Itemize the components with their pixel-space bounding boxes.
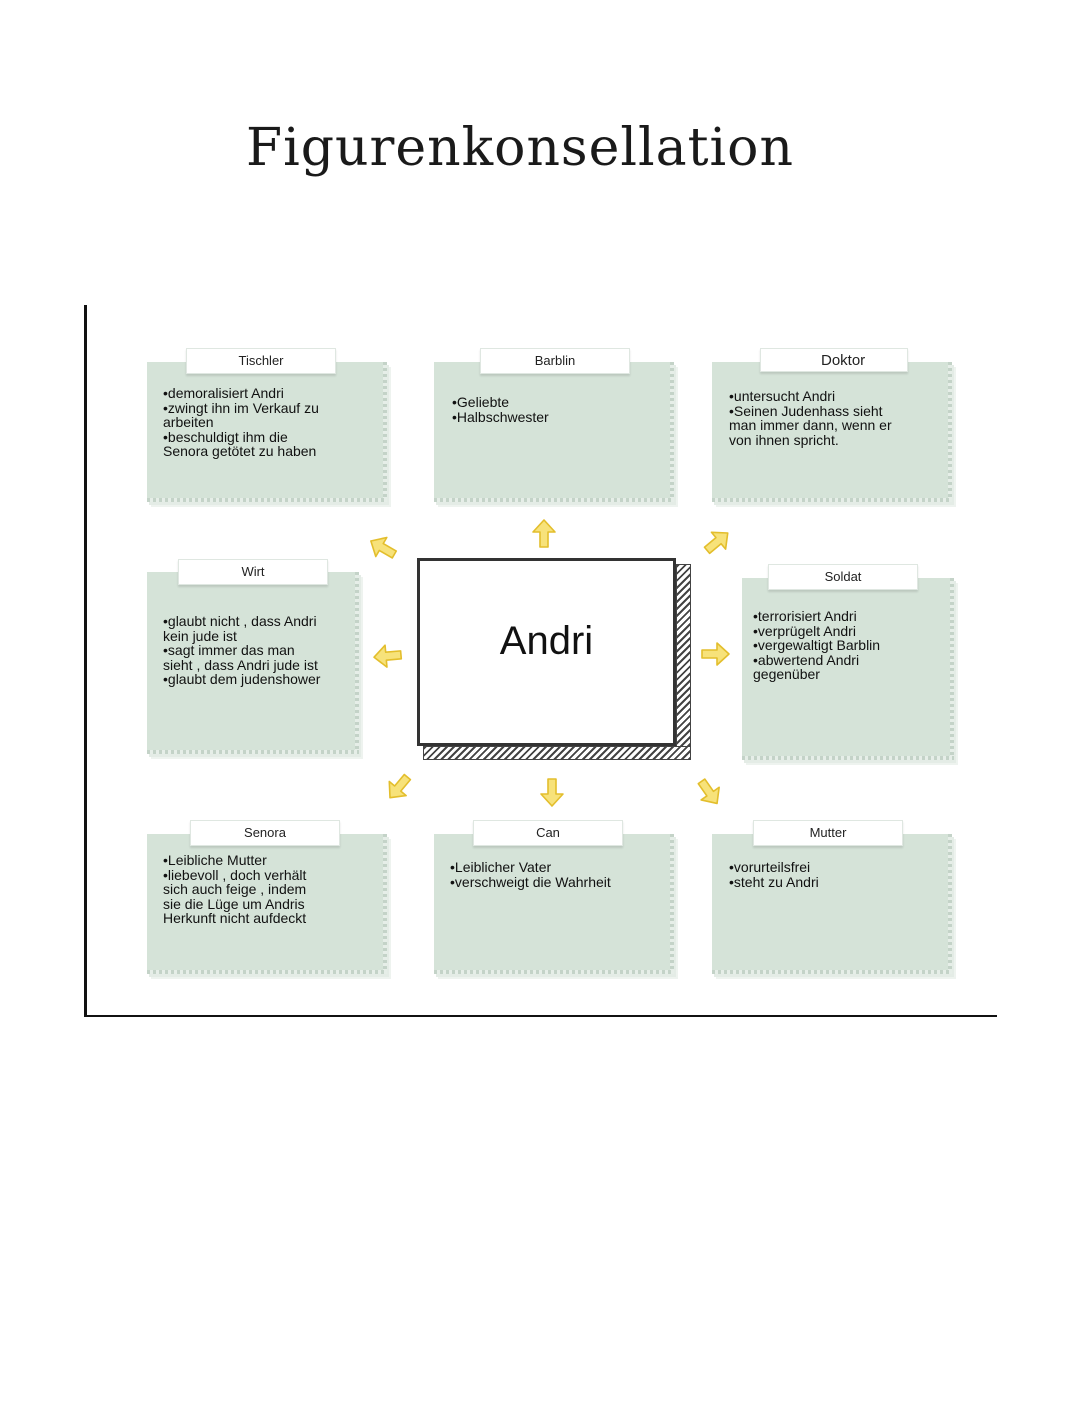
label-can: Can (473, 820, 623, 846)
bullet: •zwingt ihn im Verkauf zu arbeiten (163, 399, 319, 431)
card-doktor: •untersucht Andri •Seinen Judenhass sieh… (712, 362, 952, 502)
card-mutter: •vorurteilsfrei •steht zu Andri (712, 834, 952, 974)
card-tischler-bullets: •demoralisiert Andri •zwingt ihn im Verk… (163, 386, 319, 459)
bullet: •Geliebte (452, 394, 510, 410)
label-barblin: Barblin (480, 348, 630, 374)
card-can-bullets: •Leiblicher Vater •verschweigt die Wahrh… (450, 860, 611, 889)
bullet: •demoralisiert Andri (163, 385, 284, 401)
bullet: •untersucht Andri (729, 388, 836, 404)
card-can: •Leiblicher Vater •verschweigt die Wahrh… (434, 834, 674, 974)
center-box-andri: Andri (417, 558, 676, 746)
vertical-axis-line (84, 305, 87, 1017)
bullet: •terrorisiert Andri (753, 608, 857, 624)
bullet: •glaubt nicht , dass Andri kein jude ist (163, 613, 317, 644)
label-soldat: Soldat (768, 564, 918, 590)
bullet: •glaubt dem judenshower (163, 671, 321, 688)
arrow-up-icon (532, 519, 556, 548)
bullet: •steht zu Andri (729, 873, 819, 890)
card-soldat: •terrorisiert Andri •verprügelt Andri •v… (742, 578, 954, 760)
card-barblin: •Geliebte •Halbschwester (434, 362, 674, 502)
center-box-shadow-bottom (423, 746, 691, 760)
card-senora-bullets: •Leibliche Mutter •liebevoll , doch verh… (163, 853, 306, 926)
bullet: •verschweigt die Wahrheit (450, 873, 611, 890)
arrow-right-icon (701, 642, 730, 666)
bullet: •sagt immer das man sieht , dass Andri j… (163, 642, 318, 673)
card-wirt-bullets: •glaubt nicht , dass Andri kein jude ist… (163, 614, 320, 687)
label-senora: Senora (190, 820, 340, 846)
card-soldat-bullets: •terrorisiert Andri •verprügelt Andri •v… (753, 609, 880, 682)
arrow-down-right-icon (691, 774, 727, 811)
arrow-down-left-icon (380, 769, 417, 806)
label-mutter: Mutter (753, 820, 903, 846)
bullet: •verprügelt Andri (753, 622, 856, 639)
bullet: •Leiblicher Vater (450, 859, 552, 875)
bullet: •Seinen Judenhass sieht man immer dann, … (729, 402, 892, 448)
card-wirt: •glaubt nicht , dass Andri kein jude ist… (147, 572, 359, 754)
bullet: •vorurteilsfrei (729, 859, 811, 875)
arrow-up-right-icon (699, 523, 736, 560)
bullet: •beschuldigt ihm die Senora getötet zu h… (163, 428, 317, 460)
center-name: Andri (499, 619, 594, 663)
arrow-down-icon (540, 778, 564, 807)
horizontal-axis-line (84, 1015, 997, 1017)
arrow-left-icon (372, 643, 403, 669)
bullet: •Leibliche Mutter (163, 852, 267, 868)
bullet: •liebevoll , doch verhält sich auch feig… (163, 866, 307, 927)
label-tischler: Tischler (186, 348, 336, 374)
label-doktor: Doktor (760, 348, 908, 372)
card-doktor-bullets: •untersucht Andri •Seinen Judenhass sieh… (729, 389, 892, 447)
card-mutter-bullets: •vorurteilsfrei •steht zu Andri (729, 860, 819, 889)
label-wirt: Wirt (178, 559, 328, 585)
bullet: •vergewaltigt Barblin (753, 637, 881, 654)
card-barblin-bullets: •Geliebte •Halbschwester (452, 395, 549, 424)
bullet: •abwertend Andri gegenüber (753, 651, 860, 683)
bullet: •Halbschwester (452, 408, 549, 425)
arrow-up-left-icon (364, 530, 401, 565)
card-senora: •Leibliche Mutter •liebevoll , doch verh… (147, 834, 387, 974)
page-title: Figurenkonsellation (246, 118, 794, 178)
card-tischler: •demoralisiert Andri •zwingt ihn im Verk… (147, 362, 387, 502)
